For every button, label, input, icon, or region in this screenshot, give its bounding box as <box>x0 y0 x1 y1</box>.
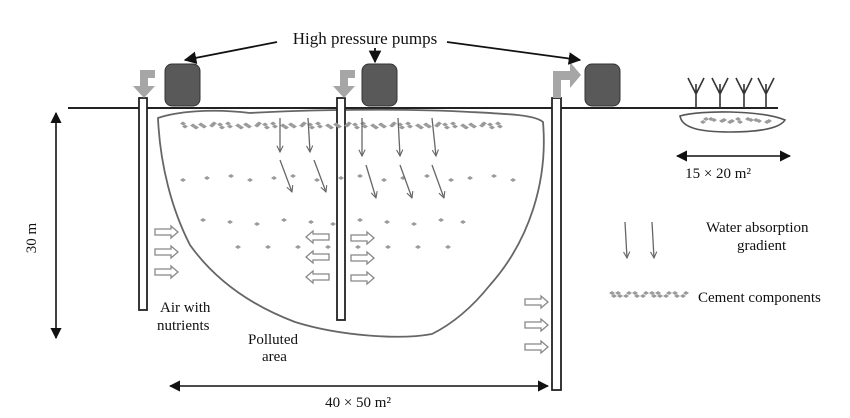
small-area-outline <box>679 111 787 133</box>
polluted-area-outline <box>157 108 545 338</box>
air-label-line2: nutrients <box>157 318 210 334</box>
water-gradient-arrows <box>280 117 444 198</box>
polluted-label-line2: area <box>262 349 287 365</box>
trees <box>687 77 775 108</box>
depth-label: 30 m <box>24 222 40 253</box>
legend-cement-label: Cement components <box>698 290 821 306</box>
pump-left <box>164 63 201 107</box>
air-injection-arrows <box>154 224 549 355</box>
pump-right <box>584 63 621 107</box>
small-area-label: 15 × 20 m² <box>685 166 751 182</box>
main-area-label: 40 × 50 m² <box>325 395 391 411</box>
legend: Water absorption gradient Cement compone… <box>609 220 821 306</box>
polluted-label-line1: Polluted <box>248 332 299 348</box>
air-label-line1: Air with <box>160 300 211 316</box>
legend-water-line1: Water absorption <box>706 220 809 236</box>
well-left <box>138 97 148 311</box>
inlet-arrows <box>133 62 581 98</box>
pump-icons <box>164 63 621 107</box>
legend-water-icon <box>625 221 654 258</box>
pump-label-arrows <box>183 41 582 65</box>
well-middle <box>336 97 346 321</box>
pumps-label: High pressure pumps <box>293 29 437 48</box>
legend-cement-icon <box>609 291 689 298</box>
legend-water-line2: gradient <box>737 238 787 254</box>
pump-middle <box>361 63 398 107</box>
well-right <box>551 97 562 391</box>
cement-speckles <box>180 117 772 249</box>
